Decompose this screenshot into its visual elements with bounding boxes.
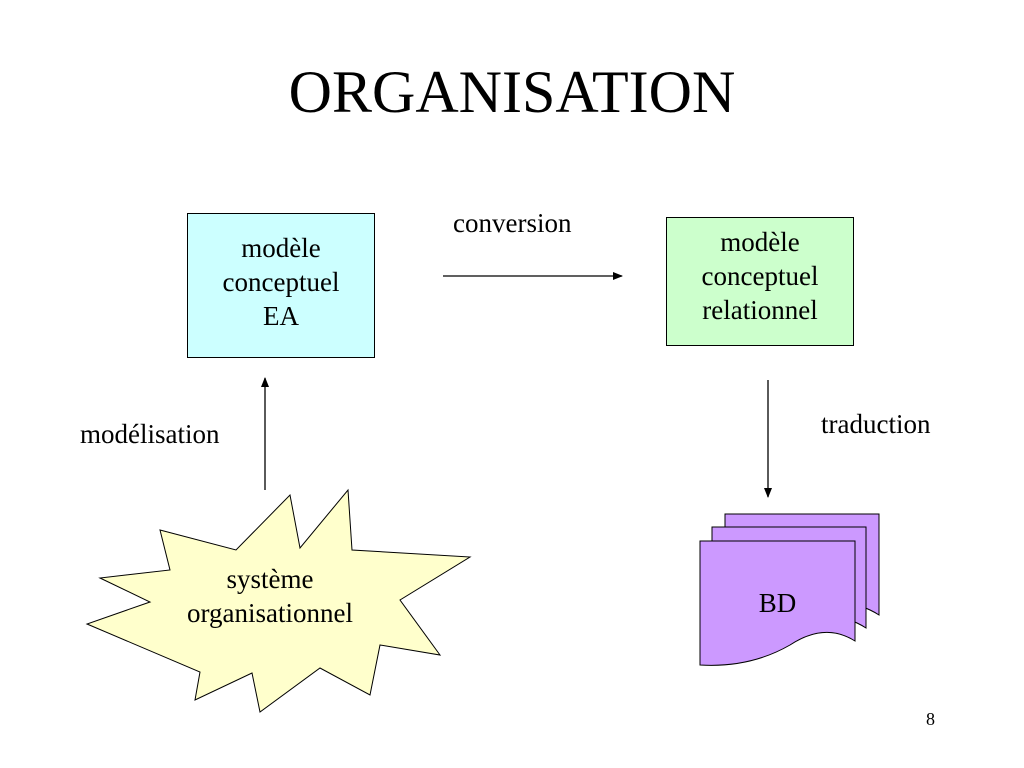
ea-model-line1: modèle [241,233,321,263]
system-starburst-shape [85,488,472,713]
ea-model-box: modèle conceptuel EA [187,213,375,358]
database-sheet-front [699,540,856,666]
ea-model-line2: conceptuel [222,267,340,297]
slide-title: ORGANISATION [288,59,736,125]
relational-model-line1: modèle [720,227,800,257]
page-number: 8 [926,709,935,729]
database-shape [699,513,880,666]
relational-model-box: modèle conceptuel relationnel [666,217,854,346]
relational-model-line3: relationnel [702,295,818,325]
traduction-label: traduction [821,409,931,439]
system-label-line2: organisationnel [187,598,353,628]
conversion-label: conversion [453,208,572,238]
database-label: BD [758,588,797,618]
ea-model-line3: EA [263,301,299,331]
relational-model-line2: conceptuel [701,261,819,291]
system-label-line1: système [226,564,314,594]
modelisation-label: modélisation [80,419,220,449]
system-label: système organisationnel [160,562,380,630]
